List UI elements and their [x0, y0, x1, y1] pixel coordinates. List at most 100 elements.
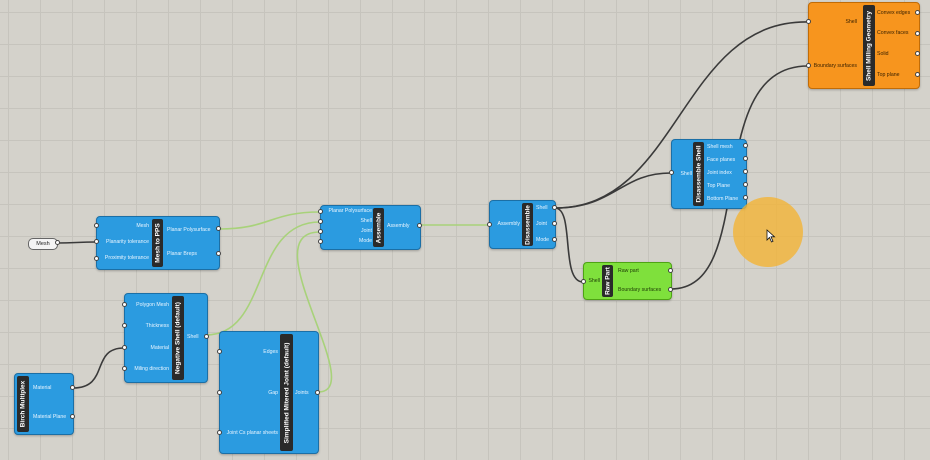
port[interactable] — [915, 10, 920, 15]
port[interactable] — [216, 226, 221, 231]
port[interactable] — [668, 287, 673, 292]
port[interactable] — [743, 143, 748, 148]
output-label: Joints — [295, 390, 309, 396]
port[interactable] — [94, 256, 99, 261]
component-title: Birch Multiplex — [17, 376, 29, 432]
output-label: Convex faces — [877, 30, 909, 36]
component-title: Simplified Mitered Joint (default) — [280, 334, 293, 451]
port[interactable] — [487, 222, 492, 227]
input-label: Joint — [361, 228, 372, 234]
port[interactable] — [217, 349, 222, 354]
input-label: Mesh — [136, 223, 149, 229]
port[interactable] — [204, 334, 209, 339]
input-label: Shell — [588, 278, 600, 284]
component-title: Raw Part — [602, 265, 613, 297]
port[interactable] — [668, 268, 673, 273]
mesh-param[interactable]: Mesh — [28, 238, 58, 250]
output-label: Planar Breps — [167, 251, 197, 257]
output-label: Shell — [187, 334, 199, 340]
port[interactable] — [915, 72, 920, 77]
output-label: Mode — [536, 237, 549, 243]
output-label: Shell — [536, 205, 548, 211]
input-label: Proximity tolerance — [104, 255, 149, 261]
port[interactable] — [122, 302, 127, 307]
output-label: Assembly — [387, 223, 410, 229]
input-label: Planar Polysurface — [328, 208, 372, 214]
port[interactable] — [669, 170, 674, 175]
output-label: Raw part — [618, 268, 639, 274]
output-label: Joint index — [707, 170, 732, 176]
input-label: Edges — [263, 349, 278, 355]
birch-multiplex-component[interactable]: Birch Multiplex Material Material Plane — [14, 373, 74, 435]
output-label: Material Plane — [33, 414, 67, 420]
wire-shell-to-rawpart — [554, 207, 584, 283]
port[interactable] — [581, 279, 586, 284]
input-label: Material — [150, 345, 169, 351]
input-label: Assembly — [497, 221, 521, 227]
input-label: Mode — [359, 238, 372, 244]
port[interactable] — [94, 239, 99, 244]
assemble-component[interactable]: Assemble Planar Polysurface Shell Joint … — [320, 205, 421, 250]
port[interactable] — [743, 182, 748, 187]
input-label: Joint Cs planar sheets — [226, 430, 278, 436]
input-label: Thickness — [145, 323, 169, 329]
port[interactable] — [552, 221, 557, 226]
component-title: Mesh to PPS — [152, 219, 163, 267]
output-label: Top plane — [877, 72, 900, 78]
shell-milling-geometry-component[interactable]: Shell Milling Geometry Shell Boundary su… — [808, 2, 920, 89]
component-title: Shell Milling Geometry — [863, 5, 875, 86]
output-label: Material — [33, 385, 52, 391]
wire-mesh-to-pps — [56, 241, 97, 244]
output-label: Top Plane — [707, 183, 731, 189]
simplified-mitered-joint-component[interactable]: Simplified Mitered Joint (default) Edges… — [219, 331, 319, 454]
port[interactable] — [318, 229, 323, 234]
input-label: Shell — [845, 19, 857, 25]
port[interactable] — [55, 240, 60, 245]
input-label: Shell — [680, 171, 692, 177]
component-title: Disassemble — [522, 203, 533, 246]
port[interactable] — [743, 169, 748, 174]
port[interactable] — [315, 390, 320, 395]
port[interactable] — [217, 390, 222, 395]
port[interactable] — [122, 366, 127, 371]
wire-pps-to-assemble — [218, 211, 321, 230]
component-title: Negative Shell (default) — [172, 296, 184, 380]
port[interactable] — [552, 205, 557, 210]
output-label: Bottom Plane — [707, 196, 739, 202]
port[interactable] — [94, 223, 99, 228]
port[interactable] — [70, 414, 75, 419]
input-label: Miling direction — [134, 366, 169, 372]
output-label: Solid — [877, 51, 889, 57]
port[interactable] — [318, 209, 323, 214]
input-label: Polygon Mesh — [136, 302, 169, 308]
port[interactable] — [70, 385, 75, 390]
port[interactable] — [318, 219, 323, 224]
negative-shell-component[interactable]: Negative Shell (default) Polygon Mesh Th… — [124, 293, 208, 383]
input-label: Gap — [268, 390, 278, 396]
mesh-to-pps-component[interactable]: Mesh to PPS Mesh Planarity tolerance Pro… — [96, 216, 220, 270]
port[interactable] — [552, 237, 557, 242]
port[interactable] — [806, 19, 811, 24]
wire-negshell-to-assemble — [205, 221, 321, 336]
port[interactable] — [318, 239, 323, 244]
port[interactable] — [122, 323, 127, 328]
component-title: Disassemble Shell — [693, 142, 704, 206]
port[interactable] — [417, 223, 422, 228]
component-title: Assemble — [373, 208, 384, 247]
disassemble-shell-component[interactable]: Disassemble Shell Shell Shell mesh Face … — [671, 139, 747, 209]
wire-shell-to-disassemble-shell — [554, 172, 672, 209]
input-label: Planarity tolerance — [106, 239, 149, 245]
port[interactable] — [743, 195, 748, 200]
raw-part-component[interactable]: Raw Part Shell Raw part Boundary surface… — [583, 262, 672, 300]
port[interactable] — [806, 63, 811, 68]
wire-birch-to-negshell — [72, 347, 125, 389]
port[interactable] — [915, 31, 920, 36]
port[interactable] — [915, 51, 920, 56]
disassemble-component[interactable]: Disassemble Assembly Shell Joint Mode — [489, 200, 556, 249]
port[interactable] — [743, 156, 748, 161]
port[interactable] — [217, 430, 222, 435]
port[interactable] — [122, 345, 127, 350]
port[interactable] — [216, 251, 221, 256]
output-label: Convex edges — [877, 10, 911, 16]
input-label: Shell — [360, 218, 372, 224]
